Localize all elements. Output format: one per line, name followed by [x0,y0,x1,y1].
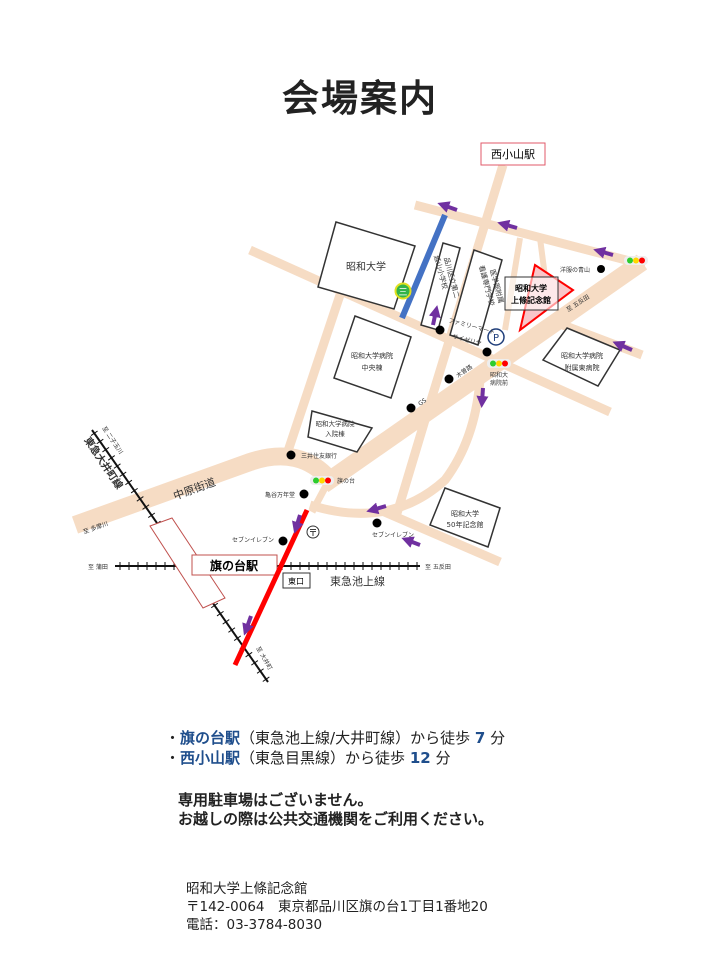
label-smbc: 三井住友銀行 [301,452,337,460]
label-kameya: 亀谷万年堂 [265,491,295,499]
nishikoyama-label: 西小山駅 [491,148,535,161]
venue-label-box [504,276,559,311]
canal [399,213,448,320]
label-yofuku: 洋服の青山 [560,266,590,274]
road-mid [248,245,612,417]
label-hospital-inpatient: 入院棟 [325,429,345,438]
label-gs: GS [417,397,428,408]
station-name: 旗の台駅 [180,729,241,747]
building-showa-univ [317,221,416,310]
signals [310,256,648,485]
building-central [333,315,412,399]
bullet: ・ [165,749,181,767]
landmark-dots [278,265,605,546]
phone-number: 電話：03-3784-8030 [186,917,323,933]
walk-minutes: 7 [474,729,486,747]
parking-notice: 専用駐車場はございません。 お越しの際は公共交通機関をご利用ください。 [178,791,493,829]
bullet: ・ [165,729,181,747]
label-signal-hospital: 昭和大 [490,371,508,379]
venue-label: 上條記念館 [511,295,551,305]
hatanodai-label: 旗の台駅 [210,558,259,573]
school-icon [394,282,412,300]
unit: 分 [485,729,506,747]
label-seven-eleven: セブンイレブン [372,531,414,539]
walk-minutes: 12 [409,749,431,767]
page-title: 会場案内 [282,77,438,120]
road-lower [378,505,502,567]
unit: 分 [430,749,451,767]
east-exit-label: 東口 [288,576,304,586]
venue-name: 昭和大学上條記念館 [186,881,308,897]
east-exit-box [282,572,311,589]
building-nursing [449,249,503,346]
hatanodai-platform [149,517,226,609]
nishikoyama-box [480,142,546,166]
line-info: （東急目黒線）から徒歩 [240,749,410,767]
road-south [308,480,332,514]
access-item: ・西小山駅（東急目黒線）から徒歩 12 分 [165,748,505,768]
label-hospital-east: 昭和大学病院 [561,351,603,360]
label-hospital-east: 附属東病院 [565,363,600,372]
station-name: 西小山駅 [180,749,241,767]
label-to-gotanda-rail: 至 五反田 [425,563,451,571]
label-to-kamata: 至 蒲田 [88,563,108,571]
one-way-arrows [242,201,633,636]
post-office-icon-glyph: 〒 [308,529,317,539]
line-info: （東急池上線/大井町線）から徒歩 [240,729,475,747]
hatanodai-station-box [191,554,278,576]
access-item: ・旗の台駅（東急池上線/大井町線）から徒歩 7 分 [165,728,505,748]
parking-icon-glyph: P [493,333,499,344]
venue-label: 昭和大学 [515,283,547,293]
school-icon-glyph: 三 [398,288,407,298]
notice-line: 専用駐車場はございません。 [178,791,373,809]
post-office-icon [306,525,320,539]
label-hall-50th: 昭和大学 [451,509,479,518]
road-curve [308,379,485,518]
label-signal-hospital: 病院前 [490,379,508,387]
postal-address: 〒142-0064 東京都品川区旗の台1丁目1番地20 [186,899,488,915]
buildings [307,221,622,548]
building-east [541,327,622,387]
label-signal-hatanodai: 旗の台 [337,477,355,485]
building-50th [429,487,501,548]
walking-route [232,508,310,667]
label-hospital-inpatient: 昭和大学病院 [316,419,356,428]
notice-line: お越しの際は公共交通機関をご利用ください。 [178,810,494,828]
parking-icon [487,328,505,346]
label-hall-50th: 50年記念館 [447,520,484,529]
label-showa-univ: 昭和大学 [346,260,386,273]
access-map: 昭和大学 上條記念館 西小山駅 旗の台駅 東口 三 P 〒 昭和大学 品川区立第… [71,142,648,683]
building-inpatient [307,410,374,453]
access-list: ・旗の台駅（東急池上線/大井町線）から徒歩 7 分 ・西小山駅（東急目黒線）から… [165,728,505,768]
label-hospital-central: 昭和大学病院 [351,351,393,360]
label-ikegami-line: 東急池上線 [330,574,385,588]
label-seven-eleven: セブンイレブン [232,536,274,544]
label-hospital-central: 中央棟 [362,363,383,372]
address-block: 昭和大学上條記念館 〒142-0064 東京都品川区旗の台1丁目1番地20 電話… [186,880,488,934]
